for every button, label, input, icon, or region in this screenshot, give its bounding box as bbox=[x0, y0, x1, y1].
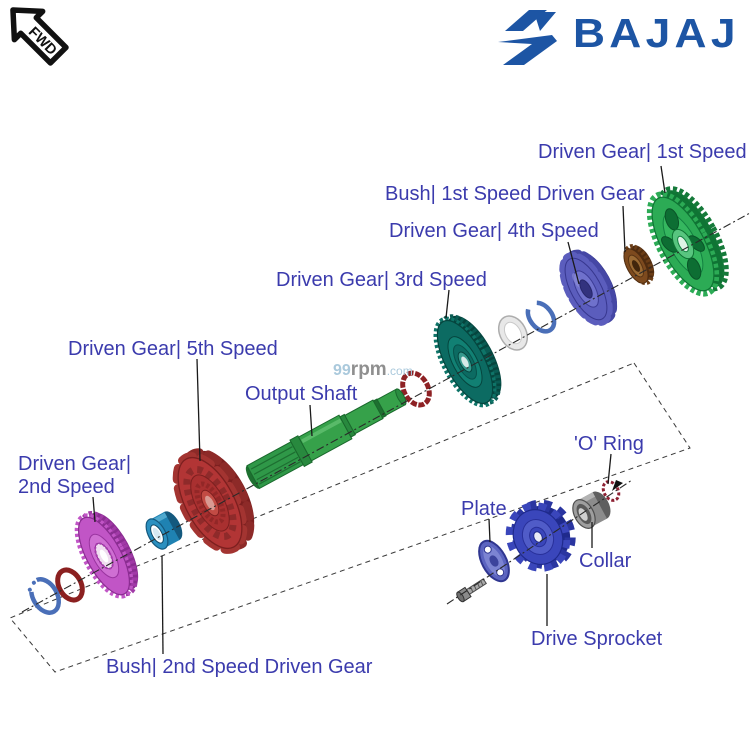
plate-part bbox=[478, 539, 510, 583]
label-bush-2nd: Bush| 2nd Speed Driven Gear bbox=[106, 656, 373, 678]
label-driven-gear-3rd: Driven Gear| 3rd Speed bbox=[276, 269, 487, 291]
watermark-99: 99 bbox=[333, 362, 351, 379]
main-axis-centerline bbox=[21, 212, 751, 613]
label-plate: Plate bbox=[461, 498, 507, 520]
watermark-rpm: rpm bbox=[350, 359, 387, 380]
washer-white-part bbox=[497, 315, 529, 351]
circlip-right-part bbox=[525, 300, 557, 334]
driven-gear-2nd-speed-part bbox=[74, 511, 139, 599]
label-output-shaft: Output Shaft bbox=[245, 383, 358, 405]
driven-gear-3rd-speed-part bbox=[433, 314, 502, 408]
fwd-badge: FWD bbox=[10, 7, 69, 66]
dashed-frame bbox=[9, 362, 691, 673]
label-driven-gear-2nd-line2: 2nd Speed bbox=[18, 476, 115, 498]
label-driven-gear-1st: Driven Gear| 1st Speed bbox=[538, 141, 747, 163]
axis-arrowhead bbox=[612, 480, 623, 491]
leader-lines bbox=[92, 165, 666, 655]
fwd-arrow-icon bbox=[10, 7, 69, 66]
drive-sprocket-part bbox=[505, 499, 576, 572]
driven-gear-1st-speed-part bbox=[646, 186, 729, 297]
label-driven-gear-2nd-line1: Driven Gear| bbox=[18, 453, 132, 475]
bajaj-wordmark: BAJAJ bbox=[573, 10, 740, 56]
output-shaft-part bbox=[245, 388, 407, 490]
label-bush-1st: Bush| 1st Speed Driven Gear bbox=[385, 183, 645, 205]
watermark: 99rpm.com bbox=[333, 359, 413, 381]
bolt-part bbox=[456, 578, 487, 603]
driven-gear-5th-speed-part bbox=[172, 448, 255, 554]
label-drive-sprocket: Drive Sprocket bbox=[531, 628, 663, 650]
driven-gear-4th-speed-part bbox=[559, 249, 618, 327]
o-ring-part bbox=[601, 480, 621, 502]
label-o-ring: 'O' Ring bbox=[574, 433, 644, 455]
collar-part bbox=[572, 491, 611, 529]
circlip-left-part bbox=[27, 577, 61, 615]
label-collar: Collar bbox=[579, 550, 632, 572]
bajaj-logo-icon bbox=[498, 10, 557, 65]
ring-red-left-part bbox=[55, 567, 85, 603]
spring-washer-red-part bbox=[400, 370, 432, 408]
label-driven-gear-2nd: Driven Gear| 2nd Speed bbox=[18, 453, 131, 499]
label-driven-gear-4th: Driven Gear| 4th Speed bbox=[389, 220, 599, 242]
watermark-com: .com bbox=[386, 364, 413, 378]
sprocket-axis-centerline bbox=[446, 479, 633, 605]
label-driven-gear-5th: Driven Gear| 5th Speed bbox=[68, 338, 278, 360]
bush-2nd-speed-part bbox=[145, 511, 183, 550]
bush-1st-speed-part bbox=[623, 244, 655, 286]
